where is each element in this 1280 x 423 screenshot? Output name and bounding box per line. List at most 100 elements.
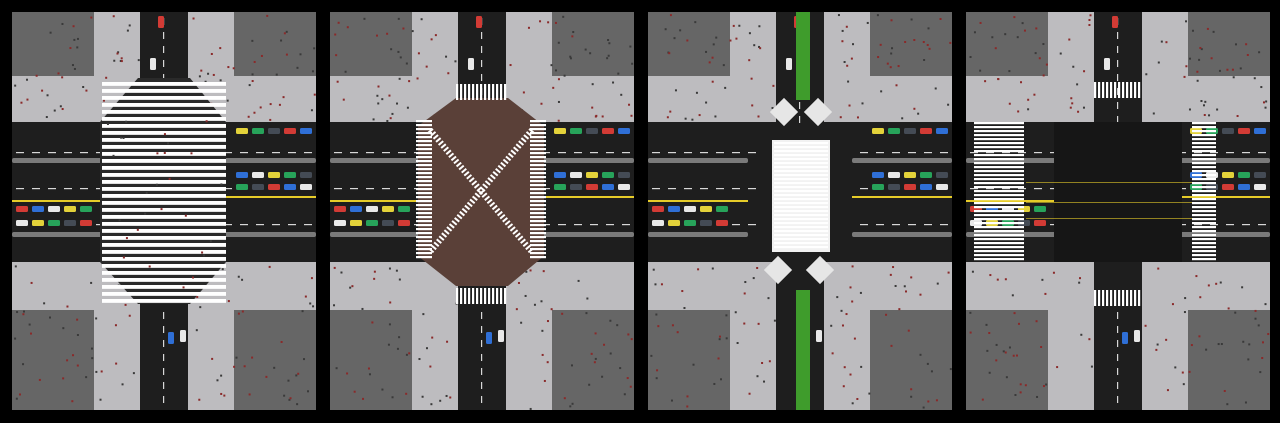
pedestrian-dot [879,43,882,46]
zebra-stripe [1192,194,1216,197]
pedestrian-dot [664,28,667,31]
car-icon [268,172,280,178]
pedestrian-dot [66,359,69,362]
pedestrian-dot [287,379,290,382]
lane-marking [1002,152,1010,154]
zebra-stripe [974,134,1024,137]
pedestrian-dot [686,405,689,408]
zebra-stripe [1098,290,1101,306]
pedestrian-dot [1027,98,1030,101]
car-icon [80,206,92,212]
pedestrian-dot [1013,312,1016,315]
pedestrian-dot [541,329,544,332]
pedestrian-dot [550,308,553,311]
pedestrian-dot [666,116,669,119]
zebra-stripe [480,288,483,304]
pedestrian-dot [629,385,632,388]
pedestrian-dot [445,394,448,397]
pedestrian-dot [163,133,166,136]
car-icon [398,220,410,226]
car-icon [570,128,582,134]
zebra-stripe [974,170,1024,173]
pedestrian-dot [1242,340,1245,343]
pedestrian-dot [589,52,592,55]
lane-marking [32,152,40,154]
panel-scramble-zebra [12,12,316,410]
pedestrian-dot [905,290,908,293]
pedestrian-dot [282,96,285,99]
pedestrian-dot [757,322,760,325]
pedestrian-dot [539,20,542,23]
pedestrian-dot [247,115,250,118]
pedestrian-dot [1045,383,1048,386]
zebra-stripe [416,224,432,227]
zebra-stripe [974,130,1024,133]
pedestrian-dot [612,81,615,84]
car-icon [1238,172,1250,178]
pedestrian-dot [233,365,236,368]
zebra-stripe [774,186,828,189]
pedestrian-dot [1027,108,1030,111]
pedestrian-dot [540,300,543,303]
pedestrian-dot [1207,284,1210,287]
lane-marking [940,152,948,154]
pedestrian-dot [1203,114,1206,117]
lane-marking [256,152,264,154]
pedestrian-dot [251,73,254,76]
pedestrian-dot [59,105,62,108]
pedestrian-dot [851,300,854,303]
zebra-stripe [416,212,432,215]
zebra-stripe [416,216,432,219]
car-icon [920,172,932,178]
pedestrian-dot [389,117,392,120]
pedestrian-dot [979,69,982,72]
pedestrian-dot [850,57,853,60]
pedestrian-dot [995,359,998,362]
zebra-stripe [1106,290,1109,306]
building [648,310,730,410]
pedestrian-dot [670,399,673,402]
zebra-stripe [416,200,432,203]
pedestrian-dot [919,293,922,296]
pedestrian-dot [202,254,205,257]
pedestrian-dot [550,64,553,67]
pedestrian-dot [913,107,916,110]
pedestrian-dot [14,84,17,87]
pedestrian-dot [219,79,222,82]
pedestrian-dot [227,66,230,69]
lane-marking [240,224,248,226]
zebra-stripe [472,288,475,304]
pedestrian-dot [372,118,375,121]
pedestrian-dot [1004,33,1007,36]
pedestrian-dot [29,332,32,335]
zebra-stripe [102,257,226,261]
zebra-stripe [530,252,546,255]
pedestrian-dot [674,89,677,92]
pedestrian-dot [1188,108,1191,111]
pedestrian-dot [985,323,988,326]
pedestrian-dot [349,286,352,289]
pedestrian-dot [758,25,761,28]
pedestrian-dot [144,212,147,215]
pedestrian-dot [1174,366,1177,369]
zebra-stripe [774,222,828,225]
car-icon [872,184,884,190]
pedestrian-dot [554,69,557,72]
pedestrian-dot [268,265,271,268]
pedestrian-dot [211,357,214,360]
car-icon [268,184,280,190]
lane-marking [732,152,740,154]
pedestrian-dot [376,94,379,97]
pedestrian-dot [204,80,207,83]
pedestrian-dot [748,59,751,62]
pedestrian-dot [1258,51,1261,54]
pedestrian-dot [311,70,314,73]
lane-marking [1117,102,1119,109]
pedestrian-dot [241,310,244,313]
pedestrian-dot [71,400,74,403]
pedestrian-dot [454,60,457,63]
zebra-stripe [774,242,828,245]
lane-marking [652,188,660,190]
pedestrian-dot [253,111,256,114]
zebra-stripe [974,166,1024,169]
